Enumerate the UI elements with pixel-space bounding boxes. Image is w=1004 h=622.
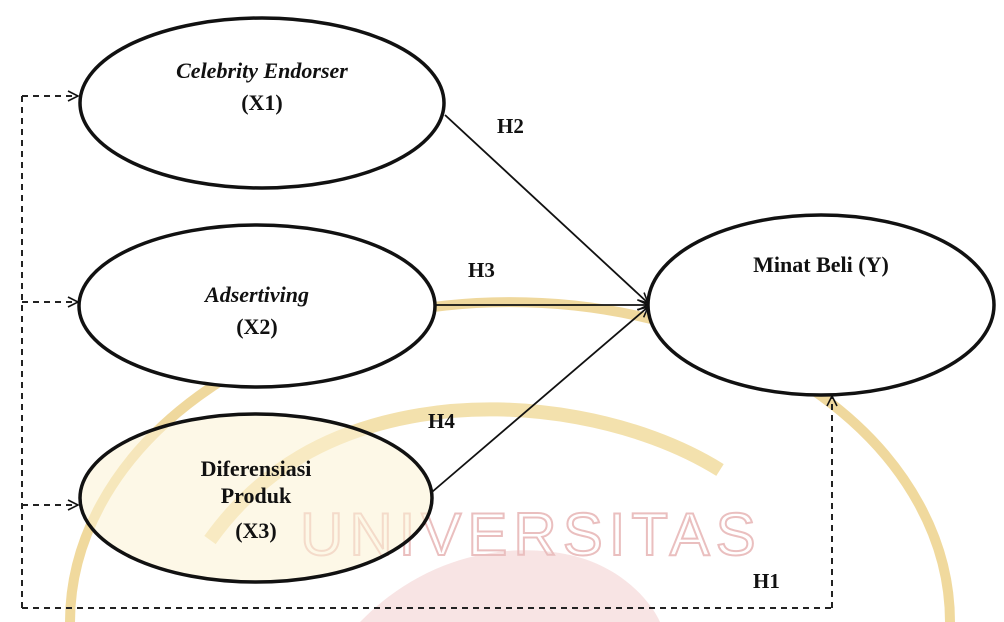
construct-x2-code: (X2) bbox=[236, 314, 278, 339]
construct-x3-name-line2: Produk bbox=[221, 483, 292, 508]
construct-x3-ellipse bbox=[78, 412, 434, 584]
hypothesis-h1-label: H1 bbox=[753, 569, 780, 593]
hypothesis-h3-label: H3 bbox=[468, 258, 495, 282]
construct-x1-code: (X1) bbox=[241, 90, 283, 115]
paths-to-y bbox=[431, 114, 648, 493]
hypothesis-h4-label: H4 bbox=[428, 409, 455, 433]
construct-x1-name: Celebrity Endorser bbox=[176, 58, 348, 83]
construct-x2-ellipse bbox=[77, 223, 437, 389]
construct-x3-code: (X3) bbox=[235, 518, 277, 543]
construct-y-name: Minat Beli (Y) bbox=[753, 252, 889, 277]
construct-x3-name-line1: Diferensiasi bbox=[201, 456, 312, 481]
watermark-emblem bbox=[360, 550, 660, 622]
dashed-bracket bbox=[21, 96, 832, 609]
construct-y-ellipse bbox=[646, 213, 996, 397]
hypothesis-h2-label: H2 bbox=[497, 114, 524, 138]
path-x3-to-y bbox=[431, 307, 648, 493]
construct-x2-name: Adsertiving bbox=[203, 282, 309, 307]
construct-x1-ellipse bbox=[78, 16, 446, 190]
path-x1-to-y bbox=[444, 114, 648, 303]
